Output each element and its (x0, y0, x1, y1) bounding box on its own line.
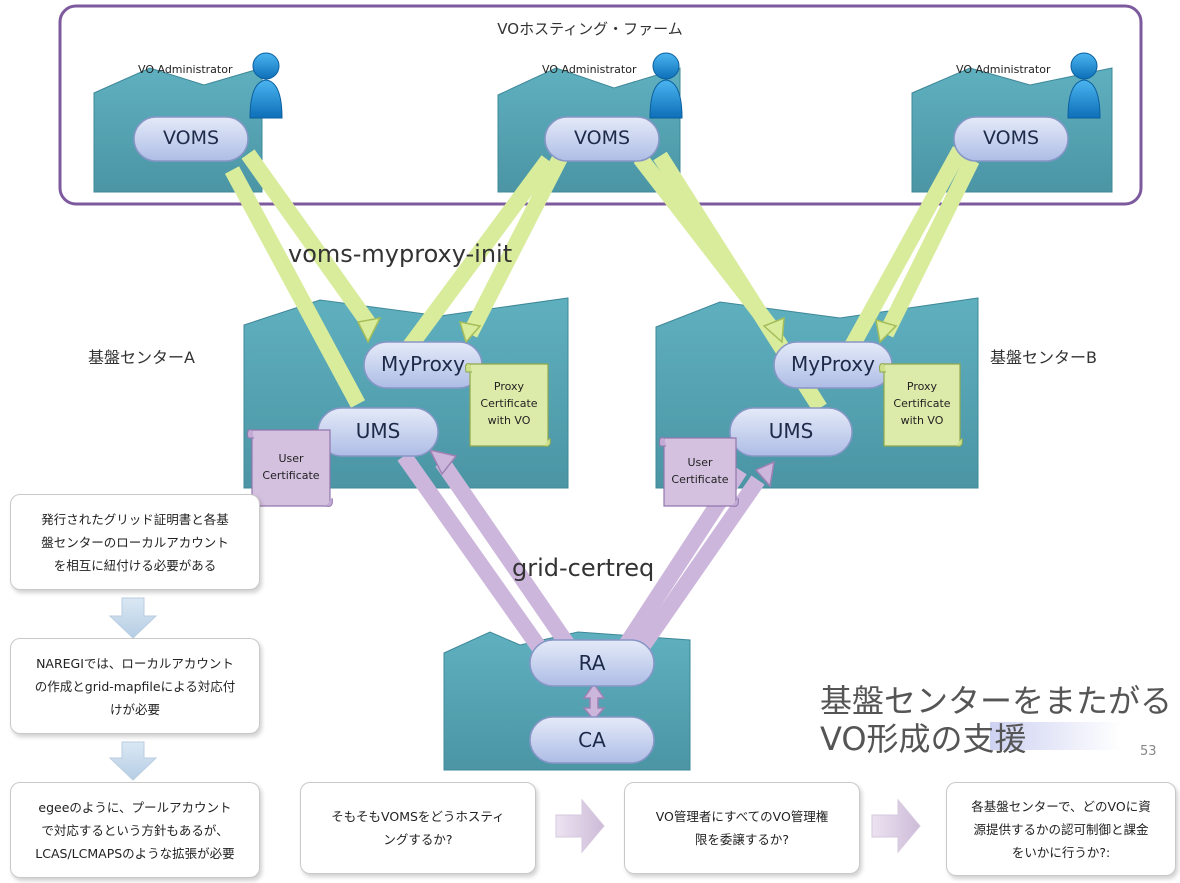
green-arrow-3 (462, 154, 568, 338)
note-line: VO管理者にすべてのVO管理権 (655, 809, 829, 824)
note-line: 盤センターのローカルアカウント (41, 534, 229, 550)
green-arrow-8 (878, 156, 980, 338)
proxy-cert-a (465, 363, 551, 447)
note-egee: egeeのように、プールアカウント で対応するという方針もあるが、 LCAS/L… (10, 782, 260, 878)
voms-pill-center (544, 116, 660, 162)
person-icon (249, 52, 283, 119)
ca-label: CA (578, 728, 606, 752)
proxy-cert-line: Certificate (893, 397, 951, 410)
vo-admin-label-left: VO Administrator (138, 63, 233, 76)
voms-label-right: VOMS (982, 127, 1040, 149)
pills (133, 116, 1069, 764)
note-line: 限を委譲するか? (694, 832, 790, 847)
user-cert-line: User (687, 456, 713, 469)
note-line: 発行されたグリッド証明書と各基 (41, 511, 229, 527)
farm-title: VOホスティング・ファーム (497, 20, 683, 38)
voms-pill-right (953, 116, 1069, 162)
user-cert-a (247, 429, 333, 507)
proxy-cert-b (879, 363, 963, 447)
center-a-label: 基盤センターA (88, 348, 195, 367)
headline-highlight (990, 722, 1120, 750)
note-line: けが必要 (109, 701, 160, 717)
note-line: 各基盤センターで、どのVOに資 (971, 798, 1151, 814)
proxy-cert-text-a: Proxy Certificate with VO (470, 378, 548, 429)
headline-line-1: 基盤センターをまたがる (820, 682, 1173, 720)
person-icon (1067, 52, 1101, 119)
user-cert-line: Certificate (671, 473, 729, 486)
voms-label-left: VOMS (162, 127, 220, 149)
purple-arrow-1 (397, 451, 555, 665)
note-line: を相互に紐付ける必要がある (53, 557, 217, 573)
ums-label-a: UMS (355, 419, 401, 443)
note-vo-admin-delegation: VO管理者にすべてのVO管理権 限を委譲するか? (624, 782, 860, 874)
proxy-cert-text-b: Proxy Certificate with VO (884, 378, 960, 429)
user-cert-text-b: User Certificate (664, 454, 736, 488)
note-voms-hosting: そもそもVOMSをどうホスティ ングするか? (300, 782, 536, 874)
ums-label-b: UMS (768, 419, 814, 443)
green-arrow-1 (241, 149, 379, 333)
user-cert-b (659, 437, 739, 507)
voms-myproxy-init-label: voms-myproxy-init (288, 240, 513, 268)
user-cert-line: User (278, 452, 304, 465)
note-line: をいかに行うか?: (1011, 844, 1111, 860)
note-line: LCAS/LCMAPSのような拡張が必要 (35, 845, 235, 861)
page-number: 53 (1140, 744, 1157, 759)
proxy-cert-line: Proxy (493, 380, 525, 393)
ra-pill (529, 639, 655, 687)
note-authorization-billing: 各基盤センターで、どのVOに資 源提供するかの認可制御と課金 をいかに行うか?: (946, 782, 1176, 876)
note-line: そもそもVOMSをどうホスティ (331, 809, 505, 824)
green-arrow-2 (224, 166, 366, 408)
note-line: egeeのように、プールアカウント (38, 799, 232, 815)
green-arrow-4 (403, 155, 555, 351)
proxy-cert-line: with VO (900, 414, 944, 427)
note-account-mapping: 発行されたグリッド証明書と各基 盤センターのローカルアカウント を相互に紐付ける… (10, 494, 260, 590)
myproxy-label-a: MyProxy (381, 352, 465, 376)
proxy-cert-line: with VO (487, 414, 531, 427)
headline: 基盤センターをまたがる VO形成の支援 (820, 682, 1172, 758)
note-line: NAREGIでは、ローカルアカウント (36, 655, 234, 671)
user-cert-text-a: User Certificate (252, 450, 330, 484)
down-arrow-icon (108, 741, 158, 781)
right-arrow-icon (871, 798, 921, 854)
grid-certreq-label: grid-certreq (512, 554, 655, 582)
headline-line-2: VO形成の支援 (820, 720, 1027, 758)
user-cert-line: Certificate (262, 469, 320, 482)
purple-arrow-3 (633, 475, 765, 655)
right-arrow-icon (555, 798, 605, 854)
voms-label-center: VOMS (573, 127, 631, 149)
purple-arrow-heads (428, 448, 775, 488)
note-line: の作成とgrid-mapfileによる対応付 (34, 678, 236, 694)
down-arrow-icon (108, 597, 158, 639)
proxy-cert-line: Certificate (480, 397, 538, 410)
vo-admin-label-right: VO Administrator (956, 63, 1051, 76)
purple-arrow-2 (435, 457, 577, 653)
note-line: 源提供するかの認可制御と課金 (973, 821, 1149, 837)
person-icon (649, 52, 683, 119)
note-line: で対応するという方針もあるが、 (41, 822, 229, 838)
green-arrow-heads (356, 316, 898, 344)
voms-pill-left (133, 116, 249, 162)
ums-pill-b (729, 407, 853, 457)
note-line: ングするか? (383, 832, 453, 847)
ca-pill (529, 716, 655, 764)
note-naregi: NAREGIでは、ローカルアカウント の作成とgrid-mapfileによる対応… (10, 638, 260, 734)
ra-label: RA (578, 651, 606, 675)
proxy-cert-line: Proxy (906, 380, 938, 393)
purple-arrows (397, 451, 765, 665)
myproxy-label-b: MyProxy (791, 352, 875, 376)
vo-admin-label-center: VO Administrator (542, 63, 637, 76)
green-arrow-7 (844, 146, 968, 350)
center-b-label: 基盤センターB (990, 348, 1097, 367)
